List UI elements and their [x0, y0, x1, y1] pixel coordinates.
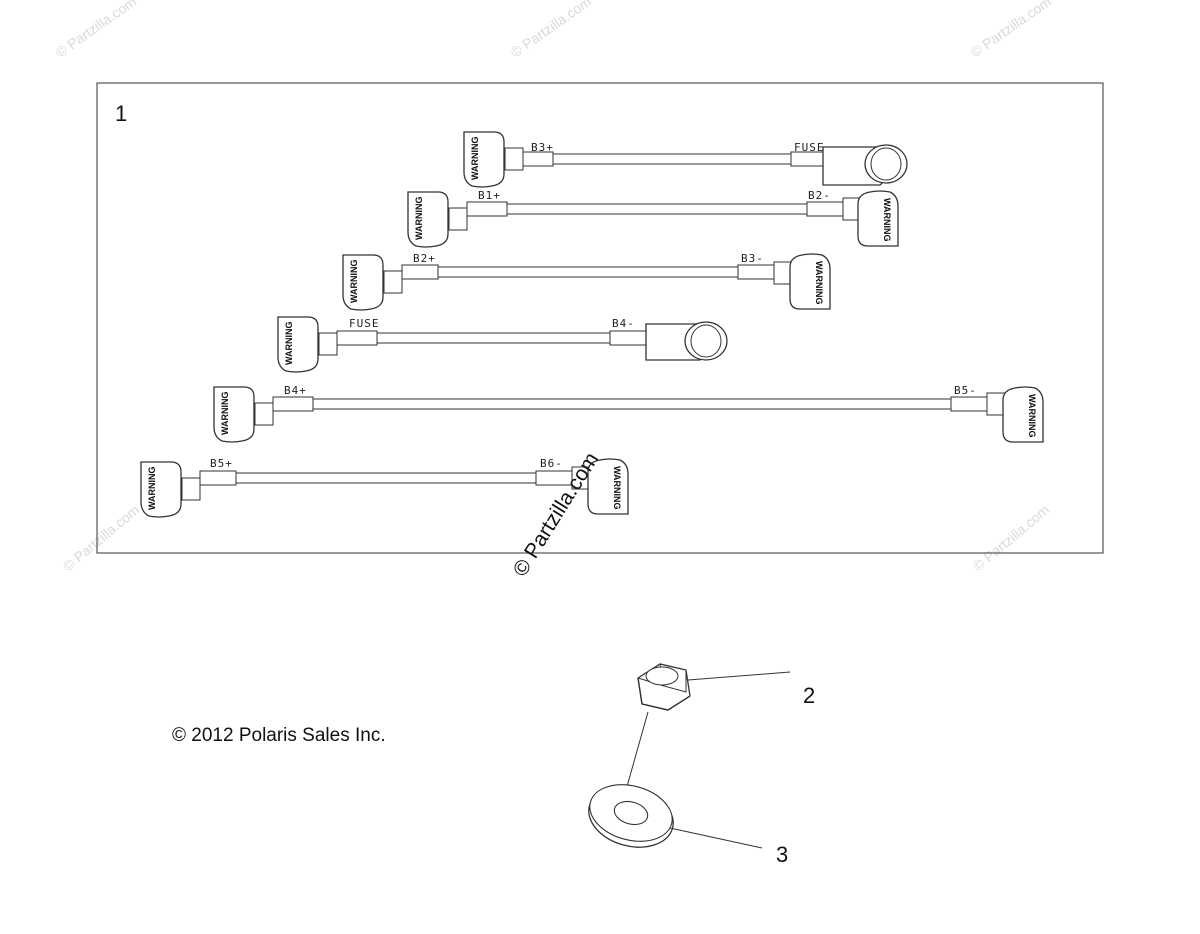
cable-4-right-label: B4- — [612, 317, 635, 330]
watermarks: © Partzilla.com © Partzilla.com © Partzi… — [53, 0, 1054, 574]
warning-tag-text: WARNING — [284, 322, 294, 366]
watermark-top-center: © Partzilla.com — [508, 0, 594, 60]
callout-3: 3 — [776, 842, 788, 867]
cable-2-left-label: B1+ — [478, 189, 501, 202]
warning-tag-text: WARNING — [470, 137, 480, 181]
watermark-mid-left: © Partzilla.com — [60, 501, 143, 574]
copyright-text: © 2012 Polaris Sales Inc. — [172, 725, 386, 746]
callout-1: 1 — [115, 101, 127, 126]
warning-tag-text: WARNING — [882, 198, 892, 242]
cable-3-right-label: B3- — [741, 252, 764, 265]
leader-line-2 — [687, 671, 791, 681]
warning-tag-text: WARNING — [414, 197, 424, 241]
kit-frame — [96, 82, 1104, 554]
warning-tag-text: WARNING — [147, 467, 157, 511]
warning-tag-text: WARNING — [612, 466, 622, 510]
axis-line — [625, 711, 649, 791]
cable-1-right-label: FUSE — [794, 141, 825, 154]
cable-6: WARNING WARNING B5+ B6- — [140, 457, 629, 518]
cable-5-right-label: B5- — [954, 384, 977, 397]
washer — [588, 784, 674, 848]
leader-line-3 — [669, 827, 763, 849]
cable-3: WARNING WARNING B2+ B3- — [342, 252, 831, 311]
warning-tag-text: WARNING — [1027, 394, 1037, 438]
cable-5-left-label: B4+ — [284, 384, 307, 397]
watermark-top-right: © Partzilla.com — [968, 0, 1054, 60]
cable-2: WARNING WARNING B1+ B2- — [407, 189, 899, 248]
cable-4: WARNING FUSE B4- — [277, 316, 728, 373]
warning-tag-text: WARNING — [814, 261, 824, 305]
cable-6-right-label: B6- — [540, 457, 563, 470]
cable-4-left-label: FUSE — [349, 317, 380, 330]
cable-1: WARNING B3+ FUSE — [463, 131, 908, 188]
cable-1-left-label: B3+ — [531, 141, 554, 154]
watermark-top-left: © Partzilla.com — [53, 0, 139, 60]
warning-tag-text: WARNING — [349, 260, 359, 304]
cable-5: WARNING WARNING B4+ B5- — [213, 384, 1044, 443]
cable-2-right-label: B2- — [808, 189, 831, 202]
cable-6-left-label: B5+ — [210, 457, 233, 470]
nut — [637, 663, 691, 711]
callout-2: 2 — [803, 683, 815, 708]
watermark-mid-right: © Partzilla.com — [970, 501, 1053, 574]
cable-3-left-label: B2+ — [413, 252, 436, 265]
warning-tag-text: WARNING — [220, 392, 230, 436]
